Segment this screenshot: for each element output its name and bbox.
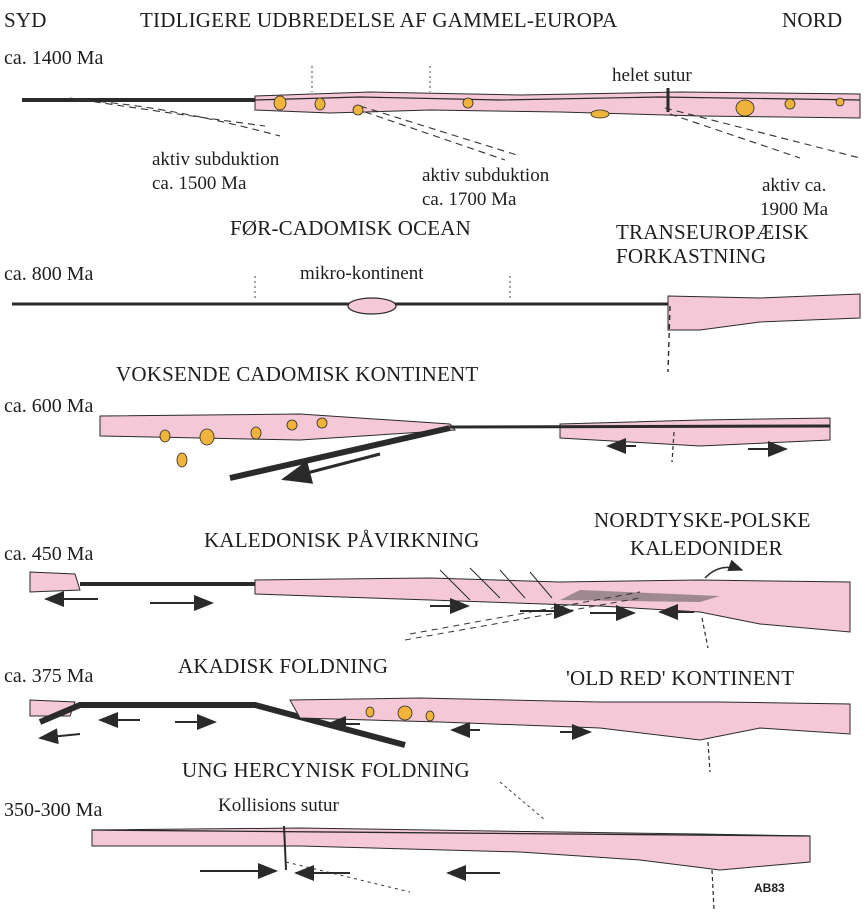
panel-caption: KALEDONIDER <box>630 538 783 559</box>
fault-label: FORKASTNING <box>616 246 766 267</box>
subduction-label: aktiv subduktion <box>422 166 549 185</box>
sutur-label: helet sutur <box>612 66 692 85</box>
author-signature: AB83 <box>754 882 785 894</box>
panel-caption: 'OLD RED' KONTINENT <box>566 668 794 689</box>
north-label: NORD <box>782 10 842 31</box>
suture-label: Kollisions sutur <box>218 796 339 815</box>
diagram-title: TIDLIGERE UDBREDELSE AF GAMMEL-EUROPA <box>140 10 617 31</box>
panel-caption: VOKSENDE CADOMISK KONTINENT <box>116 364 478 385</box>
south-label: SYD <box>4 10 47 31</box>
panel-450-section <box>30 567 850 648</box>
fault-label: TRANSEUROPÆISK <box>616 222 809 243</box>
subduction-label: aktiv subduktion <box>152 150 279 169</box>
subduction-age-label: ca. 1500 Ma <box>152 174 246 193</box>
panel-caption: AKADISK FOLDNING <box>178 656 388 677</box>
subduction-age-label: 1900 Ma <box>760 200 828 219</box>
crust-west-450 <box>30 572 80 592</box>
ocean-floor-600 <box>450 426 830 427</box>
panel-caption: UNG HERCYNISK FOLDNING <box>182 760 470 781</box>
subduction-dashes-1700 <box>360 106 520 160</box>
micro-continent-label: mikro-kontinent <box>300 264 423 283</box>
crust-body-450 <box>255 578 850 632</box>
crust-body-300 <box>92 828 810 870</box>
panel-1400-section <box>22 66 860 160</box>
age-label: ca. 450 Ma <box>4 544 93 564</box>
age-label: ca. 600 Ma <box>4 396 93 416</box>
panel-caption: NORDTYSKE-POLSKE <box>594 510 811 531</box>
north-continent-800 <box>668 294 860 330</box>
age-label: ca. 375 Ma <box>4 666 93 686</box>
subduction-label: aktiv ca. <box>762 176 826 195</box>
panel-300-section <box>92 826 810 910</box>
panel-caption: KALEDONISK PÅVIRKNING <box>204 530 479 551</box>
crust-body-1400 <box>255 92 860 118</box>
subduction-dashes-1500 <box>70 98 280 136</box>
age-label: ca. 1400 Ma <box>4 48 103 68</box>
age-label: ca. 800 Ma <box>4 264 93 284</box>
north-continent-600 <box>560 418 830 446</box>
ocean-label: FØR-CADOMISK OCEAN <box>230 218 471 239</box>
panel-600-section <box>100 414 830 479</box>
age-label: 350-300 Ma <box>4 800 102 820</box>
panel-800-section <box>12 276 860 372</box>
micro-continent-body <box>348 298 396 314</box>
subduction-age-label: ca. 1700 Ma <box>422 190 516 209</box>
